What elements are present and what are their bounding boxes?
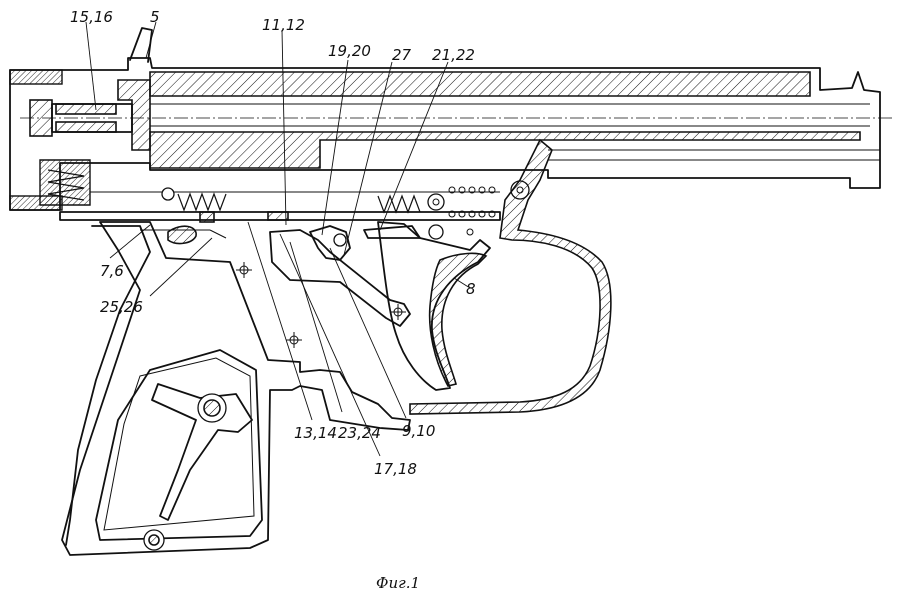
frame-and-grip	[61, 221, 411, 556]
figure-caption: Фиг.1	[376, 574, 420, 592]
label-15-16: 15,16	[70, 8, 113, 26]
loading-lever-base	[117, 79, 151, 151]
grip-panel	[95, 349, 263, 541]
mechanism-rail	[59, 180, 530, 221]
muzzle-cap-top	[9, 69, 63, 85]
grip-screw-arms	[151, 383, 253, 521]
frame-cutout	[167, 225, 197, 245]
main-spring-right	[377, 194, 421, 214]
label-5: 5	[150, 8, 160, 26]
barrel-lower-wall	[149, 131, 861, 169]
label-8: 8	[466, 280, 476, 298]
leader-lines	[85, 21, 471, 457]
callouts: 15,16 5 11,12 19,20 27 21,22 7,6 8 25,26…	[70, 8, 476, 478]
label-21-22: 21,22	[432, 46, 475, 64]
loading-lever	[129, 27, 153, 63]
barrel-assembly	[9, 27, 895, 211]
valve-cap	[29, 99, 53, 137]
label-11-12: 11,12	[262, 16, 305, 34]
trigger	[377, 221, 491, 391]
label-19-20: 19,20	[328, 42, 371, 60]
sear-linkage	[140, 211, 421, 327]
main-spring-left	[177, 192, 227, 212]
label-27: 27	[392, 46, 412, 64]
label-7-6: 7,6	[100, 262, 124, 280]
hammer-gear	[309, 225, 351, 261]
label-23-24: 23,24	[338, 424, 381, 442]
trigger-guard	[409, 138, 612, 415]
label-17-18: 17,18	[374, 460, 417, 478]
label-25-26: 25,26	[100, 298, 143, 316]
ball-chain	[448, 186, 496, 218]
label-13-14: 13,14	[294, 424, 337, 442]
barrel-top-wall	[149, 71, 811, 97]
label-9-10: 9,10	[402, 422, 435, 440]
